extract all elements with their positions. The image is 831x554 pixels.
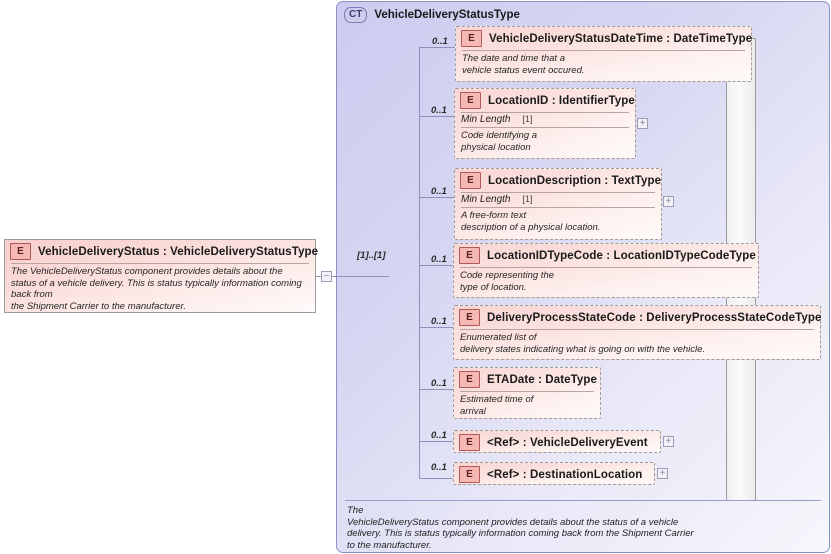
element-documentation: Code representing the type of location. <box>460 270 555 293</box>
element-icon: E <box>459 466 480 483</box>
element-icon: E <box>10 243 31 260</box>
element-divider <box>462 50 745 51</box>
root-element-title: VehicleDeliveryStatus : VehicleDeliveryS… <box>38 245 319 258</box>
connector-toggle-to-sequence <box>332 276 389 277</box>
element-icon: E <box>459 371 480 388</box>
element-title: VehicleDeliveryStatusDateTime : DateTime… <box>489 32 753 45</box>
root-element-header: E VehicleDeliveryStatus : VehicleDeliver… <box>5 240 319 262</box>
element-documentation: Code identifying a physical location <box>461 130 538 153</box>
element-title: LocationID : IdentifierType <box>488 94 635 107</box>
element-divider <box>460 329 814 330</box>
element-box-etadate[interactable]: E ETADate : DateType Estimated time of a… <box>453 367 601 419</box>
element-title: LocationDescription : TextType <box>488 174 662 187</box>
element-icon: E <box>459 247 480 264</box>
expander-locationid[interactable]: + <box>637 118 648 129</box>
cardinality-child-1: 0..1 <box>432 36 448 47</box>
facet-name: Min Length <box>461 194 511 205</box>
cardinality-child-4: 0..1 <box>431 254 447 265</box>
connector-branch-5 <box>419 327 453 328</box>
element-documentation: Enumerated list of delivery states indic… <box>460 332 706 355</box>
element-title: DeliveryProcessStateCode : DeliveryProce… <box>487 311 822 324</box>
expander-ref-vehicledeliveryevent[interactable]: + <box>663 436 674 447</box>
complex-type-footer-divider <box>345 500 821 501</box>
complex-type-documentation: The VehicleDeliveryStatus component prov… <box>347 505 694 551</box>
element-box-vehicledeliverystatusdatetime[interactable]: E VehicleDeliveryStatusDateTime : DateTi… <box>455 26 752 82</box>
element-divider <box>461 112 629 113</box>
element-documentation: The date and time that a vehicle status … <box>462 53 585 76</box>
root-element-divider <box>11 263 309 264</box>
element-facet: Min Length [1] <box>455 193 661 206</box>
connector-spine <box>419 47 420 478</box>
connector-branch-1 <box>419 47 455 48</box>
element-title: <Ref> : VehicleDeliveryEvent <box>487 436 648 449</box>
root-element-documentation: The VehicleDeliveryStatus component prov… <box>11 266 302 312</box>
facet-name: Min Length <box>461 114 511 125</box>
cardinality-child-3: 0..1 <box>431 186 447 197</box>
connector-branch-2 <box>419 116 454 117</box>
element-divider <box>460 391 594 392</box>
element-icon: E <box>460 92 481 109</box>
element-header: E ETADate : DateType <box>454 368 600 390</box>
connector-branch-3 <box>419 197 454 198</box>
element-box-ref-vehicledeliveryevent[interactable]: E <Ref> : VehicleDeliveryEvent <box>453 430 661 453</box>
element-box-deliveryprocessstatecode[interactable]: E DeliveryProcessStateCode : DeliveryPro… <box>453 305 821 360</box>
complex-type-header: CT VehicleDeliveryStatusType <box>337 2 829 23</box>
connector-branch-8 <box>419 478 453 479</box>
element-title: ETADate : DateType <box>487 373 598 386</box>
element-facet-divider <box>461 127 629 128</box>
expander-locationdescription[interactable]: + <box>663 196 674 207</box>
complex-type-title: VehicleDeliveryStatusType <box>374 9 520 21</box>
connector-branch-4 <box>419 265 453 266</box>
element-title: <Ref> : DestinationLocation <box>487 468 643 481</box>
complex-type-badge-icon: CT <box>344 7 368 23</box>
element-icon: E <box>460 172 481 189</box>
element-icon: E <box>459 434 480 451</box>
facet-value: [1] <box>522 114 533 124</box>
connector-root-to-toggle <box>316 276 322 277</box>
element-header: E LocationID : IdentifierType <box>455 89 635 111</box>
element-title: LocationIDTypeCode : LocationIDTypeCodeT… <box>487 249 756 262</box>
element-header: E DeliveryProcessStateCode : DeliveryPro… <box>454 306 822 328</box>
element-facet: Min Length [1] <box>455 113 635 126</box>
element-box-locationdescription[interactable]: E LocationDescription : TextType Min Len… <box>454 168 662 240</box>
cardinality-child-2: 0..1 <box>431 105 447 116</box>
element-documentation: Estimated time of arrival <box>460 394 534 417</box>
cardinality-child-7: 0..1 <box>431 430 447 441</box>
element-header: E LocationDescription : TextType <box>455 169 661 191</box>
facet-value: [1] <box>522 194 533 204</box>
cardinality-child-6: 0..1 <box>431 378 447 389</box>
cardinality-root: [1]..[1] <box>357 250 386 261</box>
cardinality-child-8: 0..1 <box>431 462 447 473</box>
element-divider <box>460 267 752 268</box>
element-box-locationidtypecode[interactable]: E LocationIDTypeCode : LocationIDTypeCod… <box>453 243 759 298</box>
element-facet-divider <box>461 207 655 208</box>
connector-branch-6 <box>419 389 453 390</box>
element-icon: E <box>461 30 482 47</box>
element-header: E <Ref> : VehicleDeliveryEvent <box>454 431 660 453</box>
root-element-box[interactable]: E VehicleDeliveryStatus : VehicleDeliver… <box>4 239 319 313</box>
expander-ref-destinationlocation[interactable]: + <box>657 468 668 479</box>
element-box-ref-destinationlocation[interactable]: E <Ref> : DestinationLocation <box>453 462 655 485</box>
element-header: E <Ref> : DestinationLocation <box>454 463 654 485</box>
element-box-locationid[interactable]: E LocationID : IdentifierType Min Length… <box>454 88 636 159</box>
element-icon: E <box>459 309 480 326</box>
element-header: E LocationIDTypeCode : LocationIDTypeCod… <box>454 244 758 266</box>
cardinality-child-5: 0..1 <box>431 316 447 327</box>
element-documentation: A free-form text description of a physic… <box>461 210 601 233</box>
element-header: E VehicleDeliveryStatusDateTime : DateTi… <box>456 27 753 49</box>
connector-branch-7 <box>419 441 453 442</box>
element-divider <box>461 192 655 193</box>
root-collapse-toggle[interactable]: − <box>321 271 332 282</box>
